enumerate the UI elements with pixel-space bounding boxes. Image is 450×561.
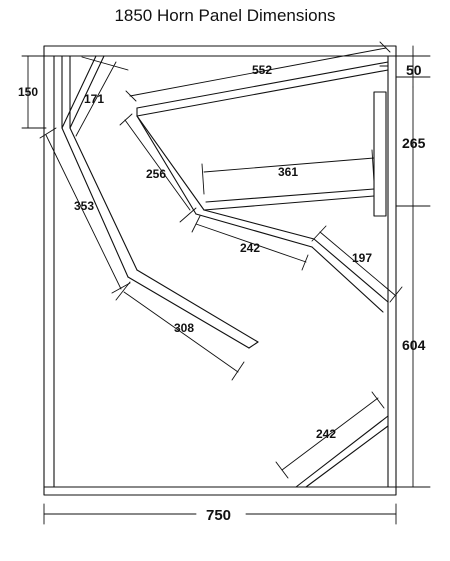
dim-750: 750 (206, 507, 231, 524)
dim-265: 265 (402, 135, 426, 151)
dim-171: 171 (84, 92, 104, 106)
dim-353: 353 (74, 199, 94, 213)
dim-256: 256 (146, 167, 166, 181)
dim-150: 150 (18, 85, 38, 99)
dim-552: 552 (252, 63, 272, 77)
cabinet-outline (43, 45, 397, 496)
diagram-title: 1850 Horn Panel Dimensions (114, 6, 336, 25)
middle-folded-panel (136, 115, 389, 313)
right-inner-panel (373, 91, 387, 217)
lower-diagonal-panel (295, 415, 389, 488)
upper-short-panel (61, 55, 105, 129)
dim-242-middle: 242 (240, 241, 260, 255)
dim-197: 197 (352, 251, 372, 265)
dim-242-lower: 242 (316, 427, 336, 441)
dim-50: 50 (406, 62, 422, 78)
dim-604: 604 (402, 337, 426, 353)
left-throat-panel (61, 55, 259, 349)
dimension-lines (21, 41, 431, 525)
dim-361: 361 (278, 165, 298, 179)
upper-long-panel (136, 61, 389, 117)
dim-308: 308 (174, 321, 194, 335)
